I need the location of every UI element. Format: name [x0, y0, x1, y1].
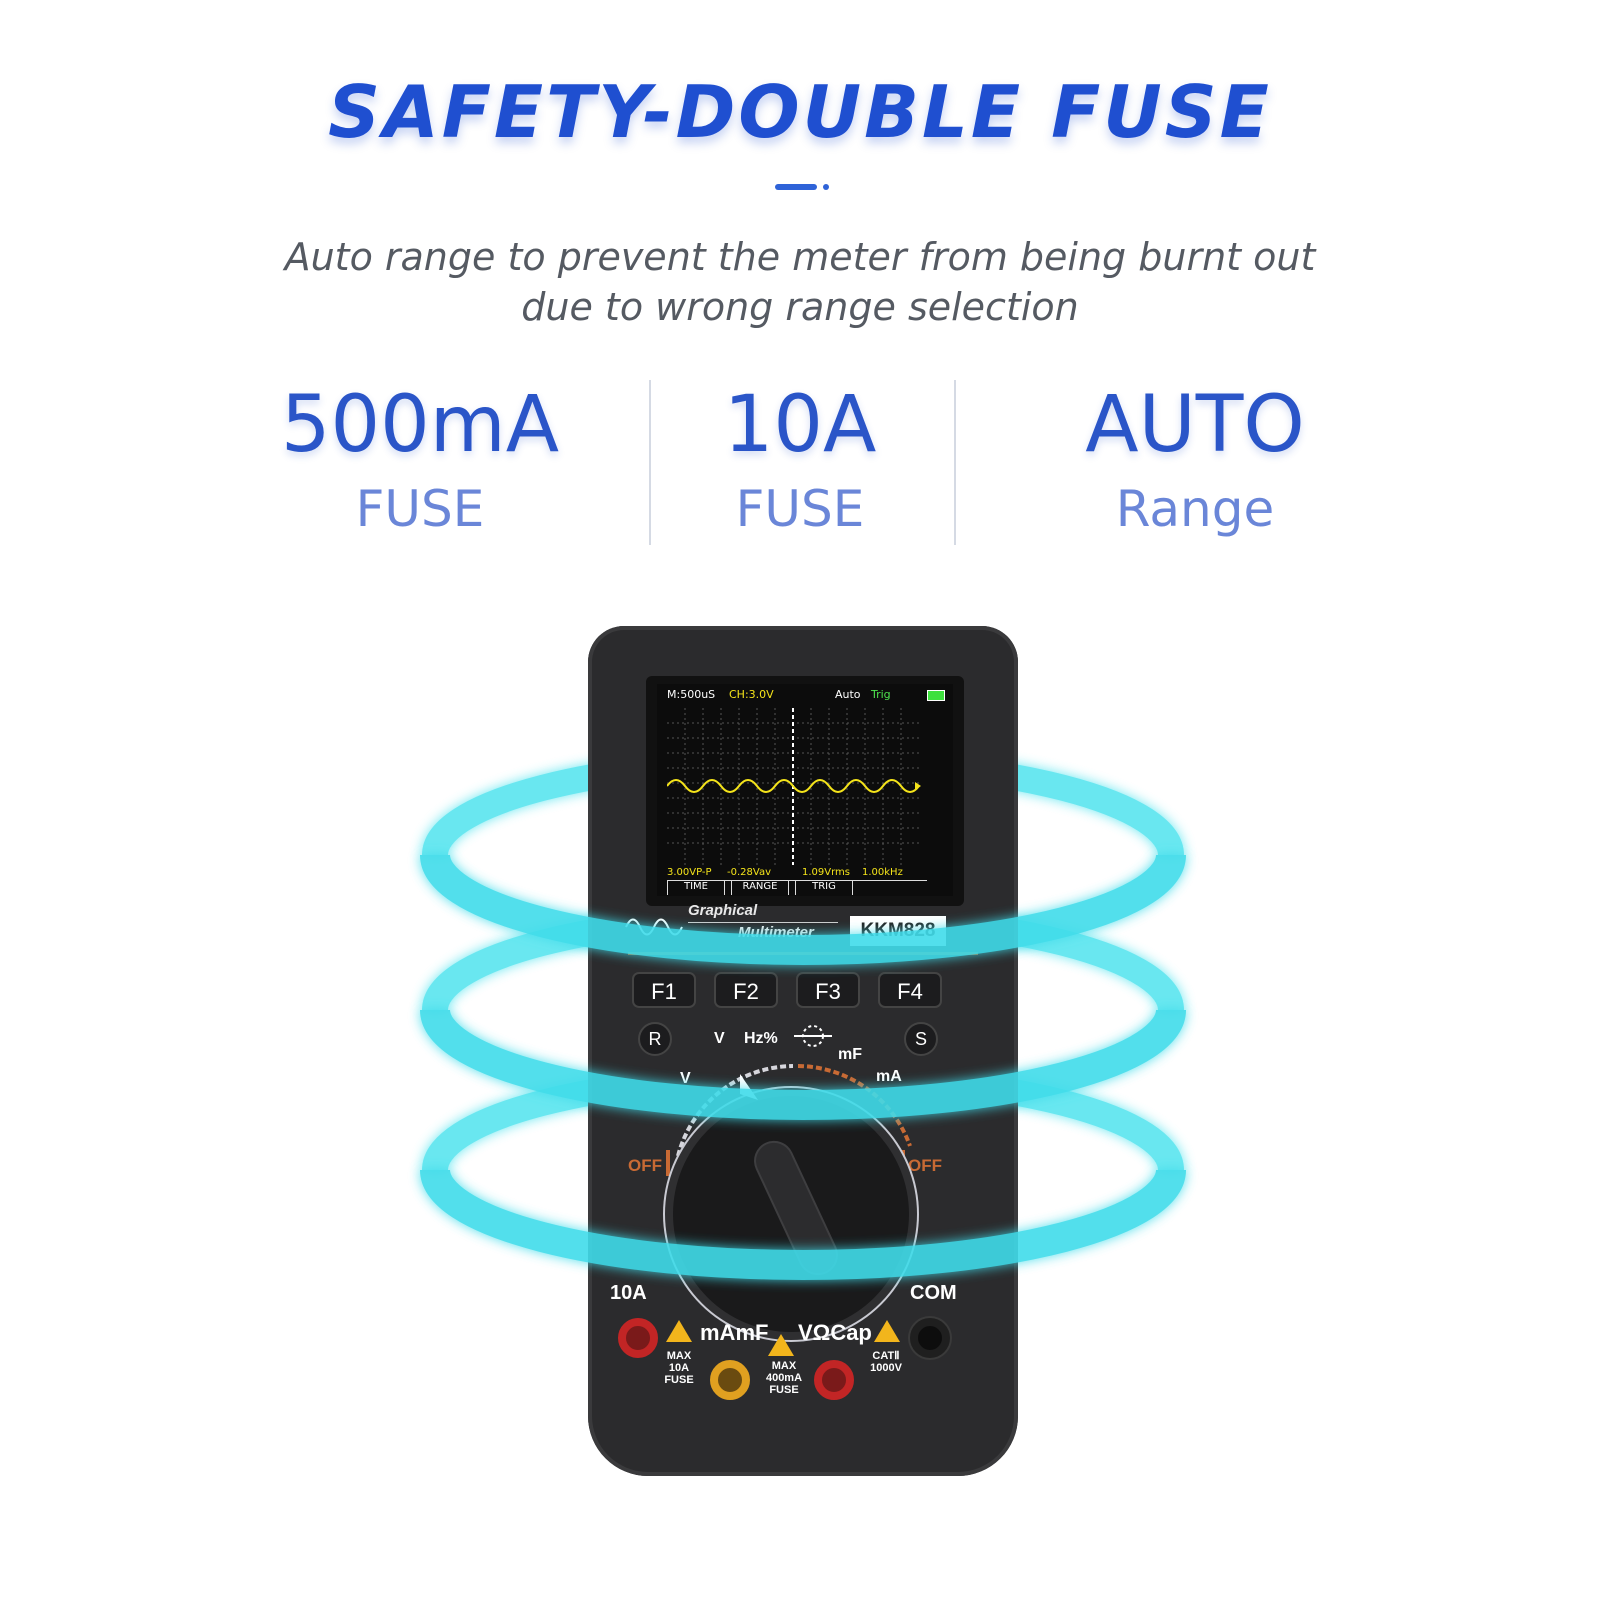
max-10a-label: MAX 10A FUSE	[664, 1350, 694, 1386]
screen-timebase: M:500uS	[667, 688, 716, 701]
warning-icon	[768, 1334, 794, 1356]
waveform	[667, 779, 920, 793]
spec-value: AUTO	[1085, 380, 1305, 470]
screen: M:500uS CH:3.0V Auto Trig 3.00VP-P -0.28…	[657, 684, 953, 896]
divider-2	[954, 380, 956, 545]
softkey-trig: TRIG	[795, 881, 853, 895]
spec-500ma: 500mA FUSE	[240, 380, 600, 544]
f2-button[interactable]: F2	[714, 972, 778, 1008]
left-off-mark	[666, 1150, 670, 1176]
max-400ma-label: MAX 400mA FUSE	[765, 1360, 803, 1396]
sine-logo-icon	[625, 918, 683, 936]
readout-vpp: 3.00VP-P	[667, 867, 712, 878]
right-off-mark	[901, 1150, 905, 1176]
warning-icon	[874, 1320, 900, 1342]
scope-grid	[667, 708, 921, 865]
screen-trigger: Trig	[871, 688, 891, 701]
title-dash	[775, 184, 817, 190]
multimeter: M:500uS CH:3.0V Auto Trig 3.00VP-P -0.28…	[588, 626, 1018, 1476]
jack-vocap[interactable]	[814, 1360, 854, 1400]
divider-1	[649, 380, 651, 545]
spec-label: FUSE	[355, 480, 485, 538]
spec-label: FUSE	[735, 480, 865, 538]
f4-button[interactable]: F4	[878, 972, 942, 1008]
jack-label-vocap: VΩCap	[798, 1320, 872, 1345]
screen-mode: Auto	[835, 688, 861, 701]
subtitle: Auto range to prevent the meter from bei…	[250, 232, 1350, 332]
model-badge: KKM828	[850, 916, 946, 946]
accent-line	[628, 952, 978, 955]
jack-mamf[interactable]	[710, 1360, 750, 1400]
warning-icon	[666, 1320, 692, 1342]
spec-value: 10A	[723, 380, 877, 470]
title-dot	[823, 184, 829, 190]
battery-icon	[927, 690, 945, 701]
readout-freq: 1.00kHz	[862, 867, 903, 878]
f3-button[interactable]: F3	[796, 972, 860, 1008]
jack-10a[interactable]	[618, 1318, 658, 1358]
brand-underline	[688, 922, 838, 923]
spec-label: Range	[1115, 480, 1275, 538]
spec-auto: AUTO Range	[1015, 380, 1375, 544]
screen-channel: CH:3.0V	[729, 688, 774, 701]
spec-value: 500mA	[280, 380, 560, 470]
cat-label: CATⅡ 1000V	[870, 1350, 902, 1374]
jack-com[interactable]	[910, 1318, 950, 1358]
subtitle-line-1: Auto range to prevent the meter from bei…	[284, 235, 1316, 279]
softkey-time: TIME	[667, 881, 725, 895]
subtitle-line-2: due to wrong range selection	[521, 285, 1079, 329]
screen-softkeys: TIME RANGE TRIG	[667, 880, 927, 895]
jack-label-mamf: mAmF	[700, 1320, 769, 1345]
f1-button[interactable]: F1	[632, 972, 696, 1008]
softkey-range: RANGE	[731, 881, 789, 895]
headline: SAFETY-DOUBLE FUSE	[328, 70, 1272, 154]
jack-label-10a: 10A	[610, 1282, 647, 1304]
readout-vav: -0.28Vav	[727, 867, 771, 878]
brand-graphical: Graphical	[688, 902, 758, 919]
readout-vrms: 1.09Vrms	[802, 867, 850, 878]
jack-label-com: COM	[910, 1282, 957, 1304]
spec-10a: 10A FUSE	[620, 380, 980, 544]
dial-pointer-icon	[740, 1074, 758, 1100]
brand-multimeter: Multimeter	[738, 924, 814, 941]
